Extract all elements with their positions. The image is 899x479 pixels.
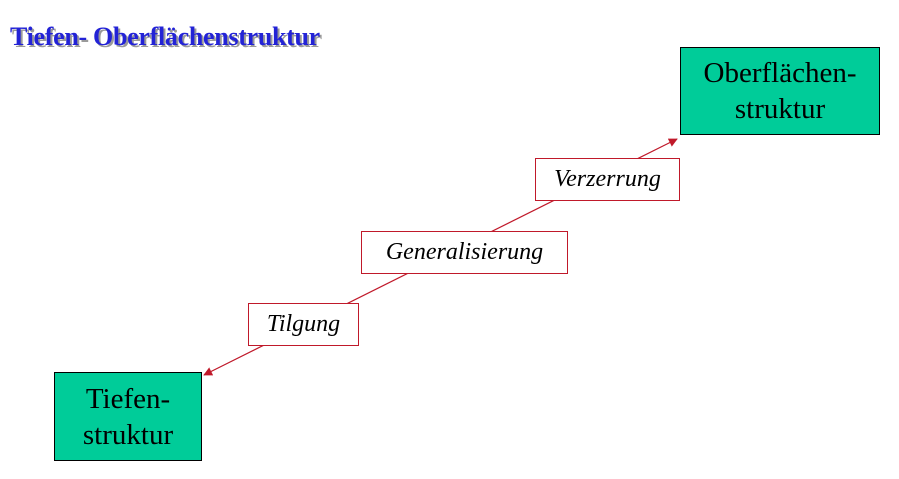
deep-structure-line1: Tiefen-	[85, 382, 171, 415]
page-title: Tiefen- Oberflächenstruktur	[10, 22, 320, 51]
surface-structure-line1: Oberflächen-	[703, 57, 857, 89]
step-generalisierung: Generalisierung	[361, 231, 568, 274]
surface-structure-box: Oberflächen- struktur	[680, 47, 880, 135]
step-verzerrung: Verzerrung	[535, 158, 680, 201]
surface-structure-line2: struktur	[734, 93, 826, 125]
deep-structure-box: Tiefen- struktur	[54, 372, 202, 461]
deep-structure-line2: struktur	[82, 418, 174, 451]
step-tilgung: Tilgung	[248, 303, 359, 346]
